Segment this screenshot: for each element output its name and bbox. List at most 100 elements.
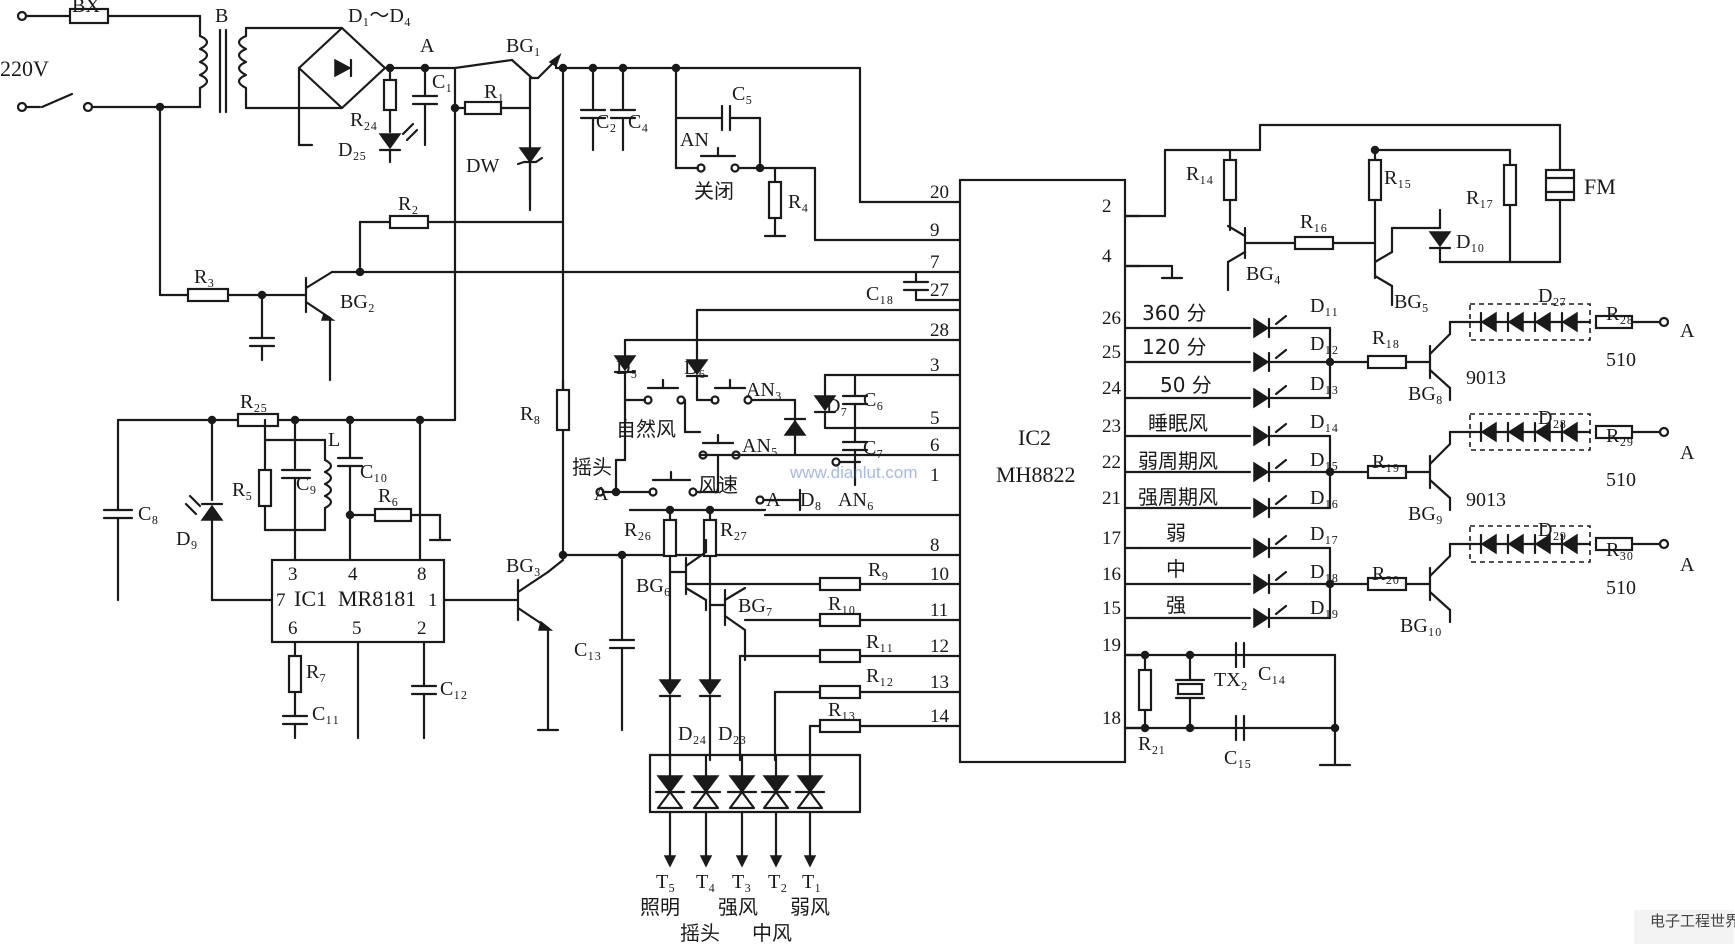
off-button-group — [671, 63, 962, 242]
ic2-right-pin-4: 4 — [1102, 246, 1112, 267]
bg7-label: BG₇ — [738, 595, 773, 617]
diode-d23 — [698, 679, 722, 696]
ic2-left-pin-3: 3 — [930, 355, 940, 376]
r15-label: R₁₅ — [1384, 167, 1411, 189]
bridge-rectifier — [297, 26, 457, 164]
an-label: AN — [680, 129, 709, 151]
led-driver-stages — [1325, 303, 1670, 624]
crystal-label: TX₂ — [1214, 669, 1248, 691]
resistor-r15 — [1367, 158, 1383, 202]
c7-label: C₇ — [863, 437, 883, 459]
filter-caps — [558, 63, 637, 562]
ic2-left-pin-7: 7 — [930, 252, 940, 273]
diode-d7-small — [783, 419, 807, 436]
timer-120-label: 120 分 — [1142, 335, 1207, 359]
r9-label: R₉ — [868, 559, 888, 581]
d14-label: D₁₄ — [1310, 411, 1338, 433]
speed-mid-label: 中 — [1166, 557, 1186, 581]
watermark-site: www.dianlut.com — [789, 463, 918, 482]
resistor-r11 — [818, 648, 862, 664]
triac-rev-1 — [692, 790, 720, 810]
led-d13 — [1253, 387, 1270, 409]
bg10-label: BG₁₀ — [1400, 615, 1442, 637]
d28-label: D₂₈ — [1538, 407, 1566, 429]
resistor-r16 — [1293, 235, 1335, 251]
oscillator-section — [1123, 641, 1352, 767]
resistor-r21 — [1137, 668, 1153, 712]
driver-emitter-2 — [1428, 590, 1452, 612]
triac-t5 — [656, 775, 684, 794]
bg2-label: BG₂ — [340, 291, 375, 313]
ic1-part: MR8181 — [338, 586, 416, 611]
d11-label: D₁₁ — [1310, 295, 1338, 317]
triac-arrow-4 — [803, 855, 817, 868]
ic2-right-pin-25: 25 — [1102, 342, 1121, 363]
string-terminal-0 — [1658, 316, 1670, 328]
r21-label: R₂₁ — [1138, 733, 1165, 755]
t5-label: T₅ — [656, 871, 675, 893]
transformer-label: B — [215, 5, 228, 27]
led-ray-11 — [1274, 314, 1288, 326]
ic2-left-pin-28: 28 — [930, 320, 949, 341]
d27-label: D₂₇ — [1538, 285, 1566, 307]
ic2-left-pin-20: 20 — [930, 182, 949, 203]
d16-label: D₁₆ — [1310, 487, 1338, 509]
triac-t2 — [762, 775, 790, 794]
d15-label: D₁₅ — [1310, 449, 1338, 471]
resistor-r17 — [1502, 163, 1518, 207]
c9-label: C₉ — [296, 473, 316, 495]
r28-value-label: 510 — [1606, 349, 1636, 371]
r28-label: R₂₈ — [1606, 303, 1633, 325]
an5-label: AN₅ — [742, 435, 778, 457]
resistor-r12 — [818, 684, 862, 700]
c5-label: C₅ — [732, 83, 752, 105]
diode-d10 — [1428, 231, 1452, 248]
d19-label: D₁₉ — [1310, 597, 1338, 619]
resistor-r7 — [287, 654, 303, 694]
ic2-right-pin-16: 16 — [1102, 564, 1121, 585]
ic2-right-pin-2: 2 — [1102, 196, 1112, 217]
r30-label: R₃₀ — [1606, 539, 1633, 561]
bg3-label: BG₃ — [506, 555, 541, 577]
r6-label: R₆ — [378, 485, 398, 507]
transformer-primary — [198, 34, 209, 90]
ic2-left-pin-27: 27 — [930, 280, 949, 301]
ic1-pin2: 2 — [417, 618, 427, 639]
ic2-left-pin-5: 5 — [930, 408, 940, 429]
mains-voltage-label: 220V — [0, 56, 49, 81]
ic1-pin1: 1 — [428, 590, 438, 611]
fuse-label: BX — [72, 0, 100, 17]
resistor-r1 — [463, 100, 503, 116]
capacitor-c18 — [902, 270, 962, 302]
c18-label: C₁₈ — [866, 283, 893, 305]
ic1-pin6: 6 — [288, 618, 298, 639]
control-buttons — [595, 308, 962, 607]
node-a-label-2: A — [594, 483, 609, 505]
ic2-right-pin-23: 23 — [1102, 416, 1121, 437]
bg2-stage — [158, 214, 962, 382]
r25-label: R₂₅ — [240, 391, 267, 413]
ic2-right-pin-22: 22 — [1102, 452, 1121, 473]
ic1-pin8: 8 — [417, 564, 427, 585]
bg3-stage — [516, 378, 962, 732]
ic2-name: IC2 — [1018, 425, 1051, 450]
resistor-r8 — [555, 388, 571, 432]
c4-label: C₄ — [628, 111, 648, 133]
resistor-r14 — [1222, 158, 1238, 202]
ic1-pin5: 5 — [352, 618, 362, 639]
resistor-r4 — [767, 180, 783, 220]
c8-label: C₈ — [138, 503, 158, 525]
crystal-tx2 — [1176, 682, 1204, 696]
bg1-label: BG₁ — [506, 35, 541, 57]
inductor-label: L — [328, 429, 340, 451]
speed-strong-label: 强 — [1166, 593, 1186, 617]
corner-watermark — [1634, 910, 1734, 944]
triac-arrow-1 — [699, 855, 713, 868]
zener-dw — [518, 147, 542, 164]
ic2-left-pin-12: 12 — [930, 636, 949, 657]
t2-label: T₂ — [768, 871, 787, 893]
wind-speed-label: 风速 — [698, 473, 738, 497]
d13-label: D₁₃ — [1310, 373, 1338, 395]
an3-label: AN₃ — [746, 379, 782, 401]
